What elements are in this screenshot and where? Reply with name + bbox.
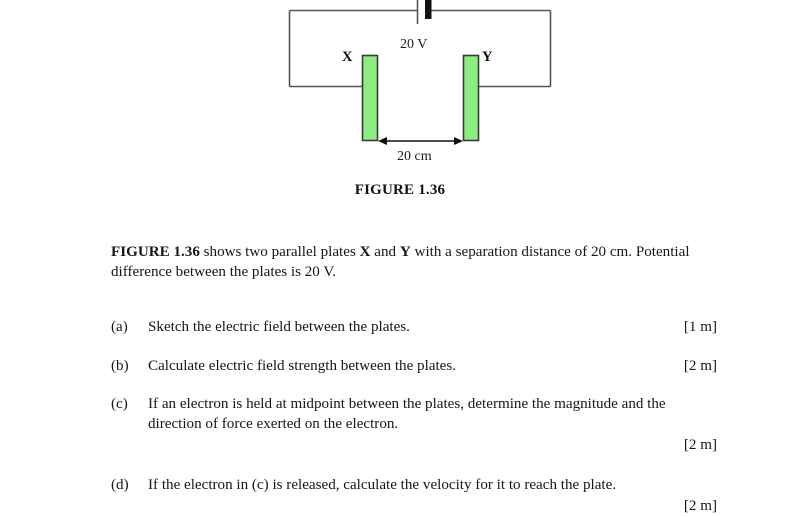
circuit-wires — [288, 9, 552, 88]
arrowhead-left — [378, 137, 387, 145]
question-b-text: Calculate electric field strength betwee… — [148, 357, 457, 374]
question-d-marks: [2 m] — [683, 498, 717, 515]
question-c-text: If an electron is held at midpoint betwe… — [148, 396, 666, 432]
question-c-label: (c) — [111, 396, 128, 413]
question-item-a: (a) Sketch the electric field between th… — [111, 318, 717, 338]
question-a-text: Sketch the electric field between the pl… — [148, 319, 410, 336]
intro-plate-y: Y — [399, 244, 411, 261]
plate-x — [361, 54, 379, 142]
figure-diagram: 20 V X Y 20 cm — [0, 0, 800, 172]
arrowhead-right — [454, 137, 463, 145]
question-b-label: (b) — [111, 357, 129, 374]
separation-dimension-arrow — [378, 137, 463, 145]
figure-caption: FIGURE 1.36 — [354, 182, 446, 198]
question-d-text: If the electron in (c) is released, calc… — [148, 476, 617, 493]
question-a-label: (a) — [111, 319, 128, 336]
question-body: FIGURE 1.36 shows two parallel plates X … — [111, 228, 717, 517]
intro-paragraph: FIGURE 1.36 shows two parallel plates X … — [111, 243, 717, 282]
question-c-marks: [2 m] — [683, 437, 717, 454]
intro-text-part-2: with a separation distance of 20 cm. Pot… — [111, 244, 690, 280]
battery-voltage-label: 20 V — [400, 37, 427, 52]
question-item-d: (d) If the electron in (c) is released, … — [111, 476, 717, 496]
intro-conjunction: and — [370, 244, 400, 261]
question-a-marks: [1 m] — [683, 319, 717, 336]
question-item-c: (c) If an electron is held at midpoint b… — [111, 395, 717, 434]
intro-figure-reference: FIGURE 1.36 — [111, 244, 200, 261]
battery-short-plate — [425, 0, 432, 19]
battery-icon — [416, 0, 432, 24]
question-item-b: (b) Calculate electric field strength be… — [111, 357, 717, 377]
intro-text-part-1: shows two parallel plates — [199, 244, 360, 261]
plate-y — [462, 54, 480, 142]
separation-label: 20 cm — [397, 149, 432, 164]
question-d-label: (d) — [111, 476, 129, 493]
question-b-marks: [2 m] — [683, 357, 717, 374]
plate-y-label: Y — [482, 49, 493, 65]
intro-plate-x: X — [359, 244, 371, 261]
plate-x-label: X — [342, 49, 353, 65]
